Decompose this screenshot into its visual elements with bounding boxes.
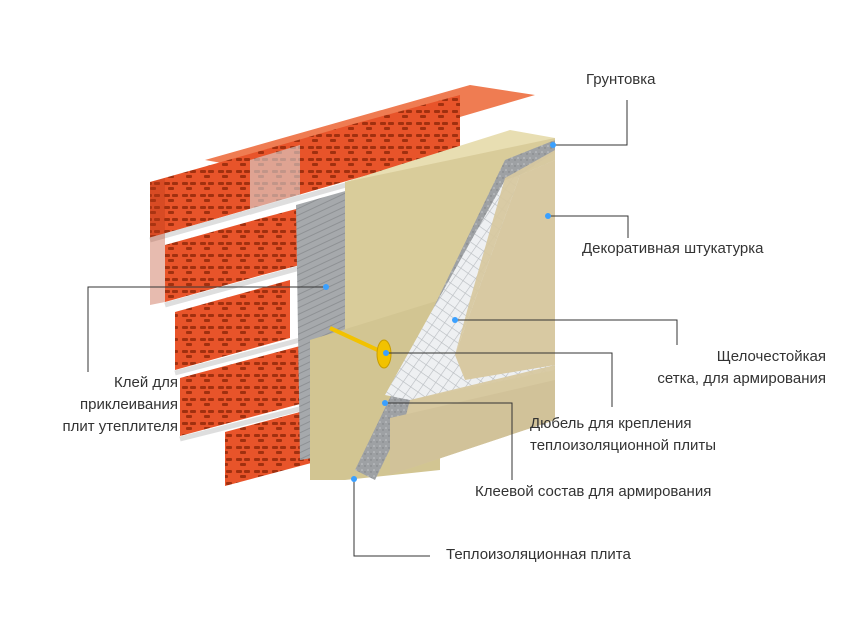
- label-dowel-line-1: Дюбель для крепления: [530, 415, 692, 432]
- label-decorative-plaster-text: Декоративная штукатурка: [582, 240, 764, 257]
- leader-markers: [323, 142, 556, 482]
- leader-glue: [87, 286, 326, 372]
- leader-mesh: [455, 319, 678, 345]
- label-adhesive: Клеевой состав для армирования: [475, 481, 711, 503]
- brick-row: [225, 408, 315, 486]
- marker-mesh: [452, 317, 458, 323]
- brick-row: [175, 280, 290, 370]
- leader-adhesive: [385, 402, 513, 480]
- marker-adhesive: [382, 400, 388, 406]
- decorative-plaster-illustration: [390, 138, 555, 475]
- label-glue-line-3: плит утеплителя: [62, 418, 178, 435]
- brick-row: [150, 95, 460, 238]
- label-insulation-board-text: Теплоизоляционная плита: [446, 546, 631, 563]
- marker-glue: [323, 284, 329, 290]
- leader-plaster: [548, 215, 629, 238]
- leader-insulation: [353, 479, 430, 557]
- label-insulation-board: Теплоизоляционная плита: [446, 544, 631, 566]
- marker-dowel: [383, 350, 389, 356]
- label-dowel-line-2: теплоизоляционной плиты: [530, 437, 717, 454]
- marker-plaster: [545, 213, 551, 219]
- label-decorative-plaster: Декоративная штукатурка: [582, 238, 764, 260]
- label-primer-text: Грунтовка: [586, 71, 656, 88]
- label-mesh: Щелочестойкая сетка, для армирования: [657, 346, 826, 390]
- label-glue: Клей для приклеивания плит утеплителя: [62, 372, 178, 438]
- leader-primer: [553, 100, 628, 146]
- label-adhesive-text: Клеевой состав для армирования: [475, 483, 712, 500]
- label-glue-line-1: Клей для: [113, 374, 178, 391]
- brick-row: [165, 208, 300, 302]
- leader-lines: [87, 100, 678, 557]
- leader-dowel: [386, 352, 613, 407]
- marker-primer: [550, 142, 556, 148]
- marker-insulation: [351, 476, 357, 482]
- label-mesh-line-1: Щелочестойкая: [716, 348, 826, 365]
- label-primer: Грунтовка: [586, 69, 656, 91]
- label-mesh-line-2: сетка, для армирования: [657, 370, 826, 387]
- brick-row: [180, 346, 300, 436]
- label-glue-line-2: приклеивания: [80, 396, 178, 413]
- label-dowel: Дюбель для крепления теплоизоляционной п…: [530, 413, 716, 457]
